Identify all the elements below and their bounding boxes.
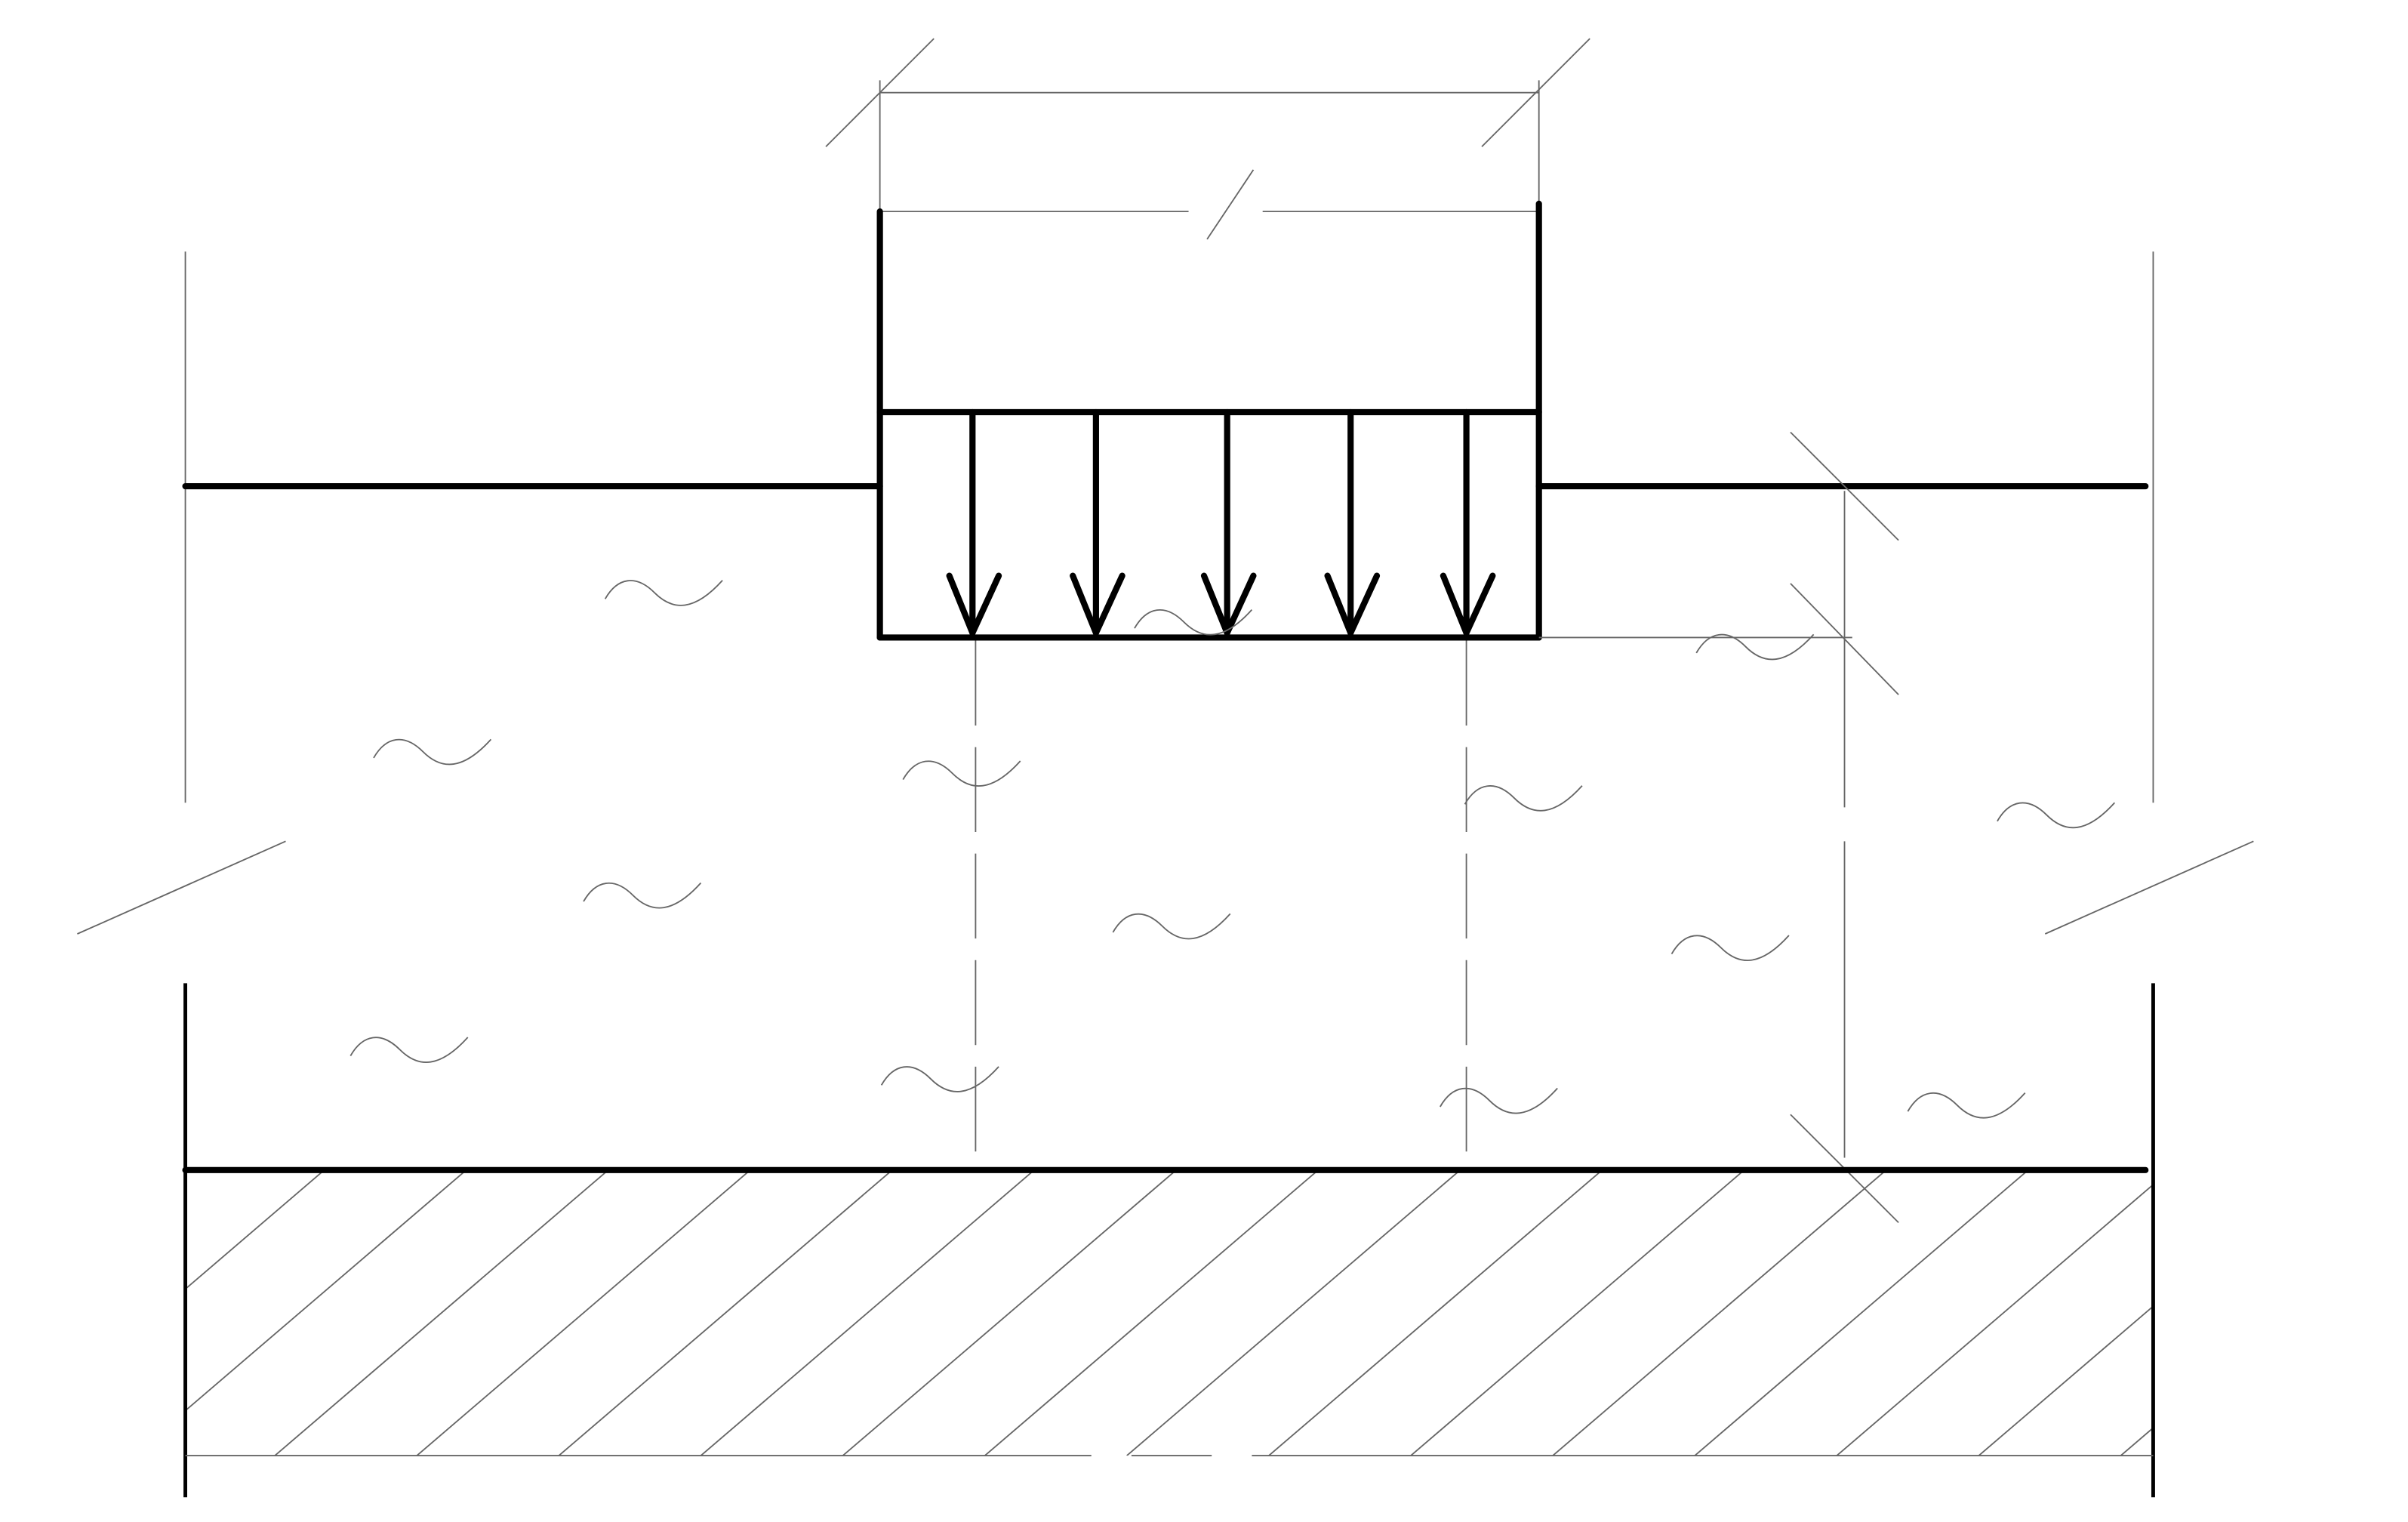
tilde-icon	[583, 882, 702, 909]
hatch-line	[842, 1169, 1177, 1456]
hatch-line	[1410, 1169, 1745, 1456]
foundation	[876, 200, 1542, 641]
dimension-tick-left	[825, 38, 935, 147]
hatch-line	[984, 1169, 1319, 1456]
down-arrow-icon	[1324, 408, 1381, 636]
hatch-line	[1268, 1169, 1603, 1456]
depth-tick-foundation	[1790, 583, 1899, 695]
projection-lines	[975, 640, 1467, 1167]
down-arrow-icon	[946, 408, 1002, 636]
hatch-line	[185, 1169, 467, 1412]
break-mark-right	[2044, 840, 2254, 935]
hatch-line	[1126, 1169, 1461, 1456]
tilde-icon	[1671, 935, 1790, 962]
soil-boundaries	[77, 251, 2254, 935]
depth-tick-surface	[1790, 431, 1899, 541]
dimension-tick-right	[1481, 38, 1590, 147]
hatch-line	[416, 1169, 751, 1456]
hatch-line	[274, 1169, 609, 1456]
hatch-line	[558, 1169, 893, 1456]
hatch-line	[1836, 1183, 2154, 1456]
tilde-icon	[1907, 1092, 2026, 1119]
down-arrow-icon	[1440, 408, 1496, 636]
down-arrow-icon	[1200, 408, 1257, 636]
tilde-icon	[1440, 1087, 1558, 1114]
hatch-line	[1694, 1169, 2029, 1456]
soil-symbols	[349, 580, 2116, 1119]
tilde-icon	[349, 1037, 469, 1063]
bedrock-hatch	[185, 1169, 2154, 1456]
tilde-icon	[1464, 785, 1583, 812]
top-dimension	[825, 38, 1590, 240]
tilde-icon	[1134, 609, 1253, 636]
hatch-line	[1552, 1169, 1887, 1456]
uniform-load	[946, 408, 1496, 636]
break-mark	[1206, 169, 1255, 240]
tilde-icon	[1112, 913, 1231, 940]
down-arrow-icon	[1070, 408, 1125, 636]
break-mark-left	[77, 840, 286, 935]
hatch-line	[2120, 1427, 2154, 1456]
tilde-icon	[1695, 633, 1815, 661]
depth-dimension	[1538, 431, 1899, 1223]
hatch-line	[1978, 1305, 2154, 1456]
tilde-icon	[880, 1066, 999, 1092]
bedrock	[182, 983, 2155, 1498]
tilde-icon	[1997, 802, 2116, 829]
hatch-line	[185, 1169, 325, 1290]
tilde-icon	[902, 760, 1021, 787]
tilde-icon	[373, 738, 492, 766]
hatch-line	[700, 1169, 1035, 1456]
tilde-icon	[604, 580, 723, 606]
